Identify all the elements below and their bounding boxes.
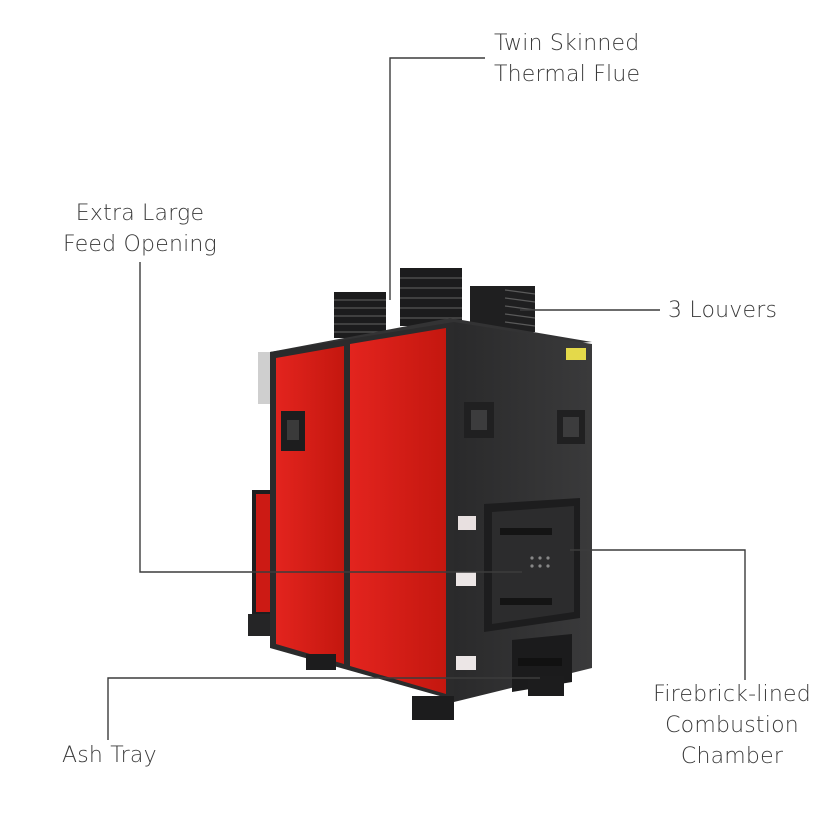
label-ash-line-1: Ash Tray <box>62 743 157 768</box>
label-3-louvers: 3 Louvers <box>668 295 777 326</box>
label-combustion-line-1: Firebrick-lined <box>653 682 811 707</box>
label-extra-large-feed-opening: Extra Large Feed Opening <box>40 198 240 260</box>
louver-right <box>470 286 536 332</box>
label-twin-skinned-thermal-flue: Twin Skinned Thermal Flue <box>494 28 640 90</box>
red-side-panel <box>270 322 454 700</box>
label-feed-line-1: Extra Large <box>75 201 205 226</box>
label-combustion-line-3: Chamber <box>680 744 784 769</box>
label-louvers-line-1: 3 Louvers <box>668 298 778 323</box>
label-firebrick-lined-combustion-chamber: Firebrick-lined Combustion Chamber <box>642 679 822 772</box>
foot-front <box>412 696 454 720</box>
label-combustion-line-2: Combustion <box>665 713 799 738</box>
foot-right <box>528 676 564 696</box>
louver-left <box>334 292 386 338</box>
foot-left <box>306 654 336 670</box>
label-feed-line-2: Feed Opening <box>63 232 217 257</box>
leader-line-flue <box>389 57 485 300</box>
label-flue-line-1: Twin Skinned <box>494 31 640 56</box>
label-flue-line-2: Thermal Flue <box>494 62 641 87</box>
label-ash-tray: Ash Tray <box>62 740 157 771</box>
leader-line-feed <box>139 262 522 573</box>
combustion-door <box>484 498 580 632</box>
leader-line-ash <box>107 677 540 740</box>
louver-middle <box>400 268 462 326</box>
leader-line-combustion <box>570 549 746 680</box>
